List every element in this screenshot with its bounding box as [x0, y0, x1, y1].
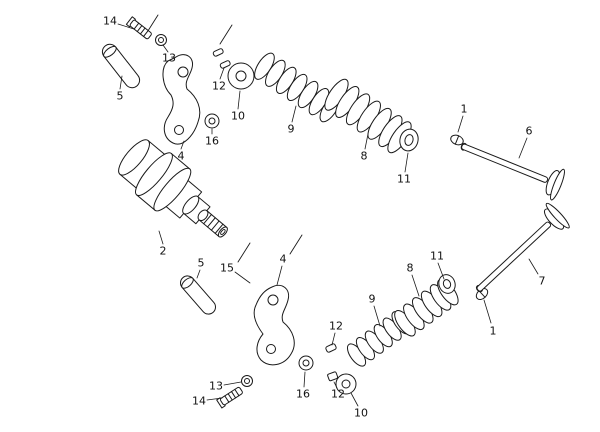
part-callout-6: 6: [526, 125, 533, 138]
adjuster-screw-bottom: [216, 386, 243, 409]
valve-keeper-clips-bottom: [325, 343, 339, 382]
part-callout-13: 13: [209, 380, 223, 393]
spring-retainer-bottom: [335, 373, 357, 395]
callout-leader-13: [223, 381, 242, 386]
part-callout-10: 10: [354, 407, 368, 420]
part-callout-12: 12: [329, 320, 343, 333]
part-callout-4: 4: [280, 253, 287, 266]
rocker-arm-bottom: [253, 284, 295, 366]
callout-leader-10: [237, 90, 241, 110]
valve-keeper-clips-top: [212, 48, 231, 69]
callout-leader-4: [276, 265, 283, 286]
callout-leader-14: [117, 23, 135, 30]
rocker-shaft-bottom: [180, 275, 216, 315]
part-callout-10: 10: [231, 110, 245, 123]
rocker-shaft-top: [101, 43, 141, 89]
rocker-arm-top: [162, 54, 201, 145]
callout-leader-11: [404, 152, 409, 173]
spring-retainer-top: [227, 62, 255, 90]
callout-leader-8: [411, 274, 420, 297]
part-callout-5: 5: [198, 257, 205, 270]
part-callout-1: 1: [490, 325, 497, 338]
bracket-tick: [289, 234, 303, 255]
part-callout-8: 8: [407, 262, 414, 275]
callout-leader-13: [162, 44, 169, 53]
part-callout-11: 11: [430, 250, 444, 263]
adjuster-nut-bottom: [241, 375, 253, 387]
part-callout-11: 11: [397, 173, 411, 186]
bracket-tick: [219, 24, 233, 45]
callout-leader-1: [483, 299, 492, 324]
part-callout-16: 16: [296, 388, 310, 401]
part-callout-2: 2: [160, 245, 167, 258]
part-callout-4: 4: [178, 150, 185, 163]
locknut-bottom: [298, 355, 314, 371]
callout-leader-12: [331, 332, 336, 346]
valve-upper: [460, 142, 565, 201]
valve-lower: [475, 202, 570, 293]
callout-leader-15: [234, 271, 251, 284]
part-callout-14: 14: [192, 395, 206, 408]
callout-leader-9: [373, 305, 381, 327]
part-callout-8: 8: [361, 150, 368, 163]
callout-leader-5: [196, 269, 201, 279]
valve-spring-top-b: [324, 78, 412, 154]
callout-leader-8: [364, 133, 369, 150]
adjuster-screw-top: [125, 16, 152, 40]
part-callout-14: 14: [103, 15, 117, 28]
camshaft: [118, 139, 228, 238]
callout-leader-4: [180, 140, 185, 150]
callout-leader-5: [119, 75, 123, 90]
part-callout-12: 12: [331, 388, 345, 401]
part-callout-9: 9: [369, 293, 376, 306]
part-callout-5: 5: [117, 90, 124, 103]
spring-seat-top: [399, 128, 419, 152]
locknut-top: [204, 113, 220, 129]
adjuster-nut-top: [155, 34, 167, 46]
spring-seat-bottom: [438, 274, 456, 294]
valve-keeper-top: [450, 134, 464, 146]
part-callout-15: 15: [220, 262, 234, 275]
callout-leader-6: [518, 137, 528, 159]
callout-leader-1: [457, 115, 464, 133]
part-callout-13: 13: [162, 52, 176, 65]
part-callout-9: 9: [288, 123, 295, 136]
callout-leader-11: [437, 262, 445, 280]
part-callout-12: 12: [212, 80, 226, 93]
callout-leader-14: [206, 397, 223, 401]
valve-spring-bottom-a: [346, 311, 411, 367]
callout-leader-7: [528, 258, 539, 275]
bracket-tick: [237, 242, 251, 263]
callout-leader-12: [333, 381, 338, 389]
callout-leader-9: [291, 105, 297, 123]
callout-leader-12: [219, 67, 225, 80]
part-callout-7: 7: [539, 275, 546, 288]
callout-leader-16: [303, 371, 306, 388]
callout-leader-2: [158, 230, 164, 245]
callout-leader-10: [350, 392, 359, 407]
valve-spring-top-a: [254, 52, 341, 123]
part-callout-1: 1: [461, 103, 468, 116]
part-callout-16: 16: [205, 135, 219, 148]
